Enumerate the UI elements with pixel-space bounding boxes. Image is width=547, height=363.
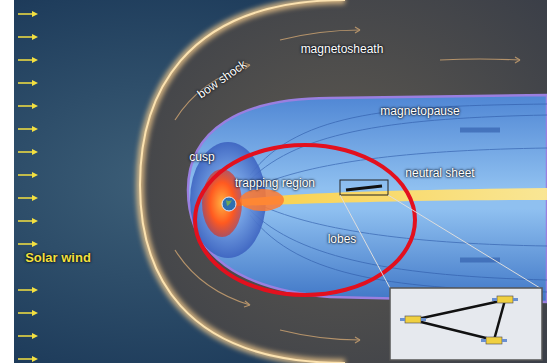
solar-wind-arrowhead xyxy=(32,172,38,178)
solar-wind-arrow xyxy=(18,82,33,84)
solar-wind-arrowhead xyxy=(32,149,38,155)
solar-wind-arrowhead xyxy=(32,57,38,63)
solar-wind-arrowhead xyxy=(32,241,38,247)
solar-wind-arrow xyxy=(18,289,33,291)
solar-wind-arrowhead xyxy=(32,11,38,17)
region-label: cusp xyxy=(189,151,214,164)
solar-wind-arrow xyxy=(18,312,33,314)
solar-wind-arrow xyxy=(18,105,33,107)
solar-wind-arrowhead xyxy=(32,195,38,201)
solar-wind-arrow xyxy=(18,358,33,360)
region-label: trapping region xyxy=(235,177,315,190)
solar-wind-arrow xyxy=(18,243,33,245)
region-label: lobes xyxy=(328,233,357,246)
solar-wind-arrowhead xyxy=(32,287,38,293)
region-label: magnetosheath xyxy=(301,43,384,56)
solar-wind-arrowhead xyxy=(32,333,38,339)
solar-wind-arrow xyxy=(18,59,33,61)
solar-wind-arrowhead xyxy=(32,218,38,224)
solar-wind-arrow xyxy=(18,174,33,176)
solar-wind-arrowhead xyxy=(32,126,38,132)
solar-wind-label: Solar wind xyxy=(25,251,91,265)
solar-wind-arrowhead xyxy=(32,356,38,362)
solar-wind-arrow xyxy=(18,197,33,199)
solar-wind-arrow xyxy=(18,128,33,130)
solar-wind-arrow xyxy=(18,36,33,38)
region-label: neutral sheet xyxy=(405,167,474,180)
solar-wind-arrowhead xyxy=(32,34,38,40)
solar-wind-arrowhead xyxy=(32,103,38,109)
solar-wind-arrow xyxy=(18,13,33,15)
solar-wind-arrow xyxy=(18,335,33,337)
solar-wind-arrow xyxy=(18,151,33,153)
boundary-label: magnetopause xyxy=(380,105,459,118)
solar-wind-arrow xyxy=(18,220,33,222)
solar-wind-arrowhead xyxy=(32,80,38,86)
solar-wind-arrowhead xyxy=(32,310,38,316)
